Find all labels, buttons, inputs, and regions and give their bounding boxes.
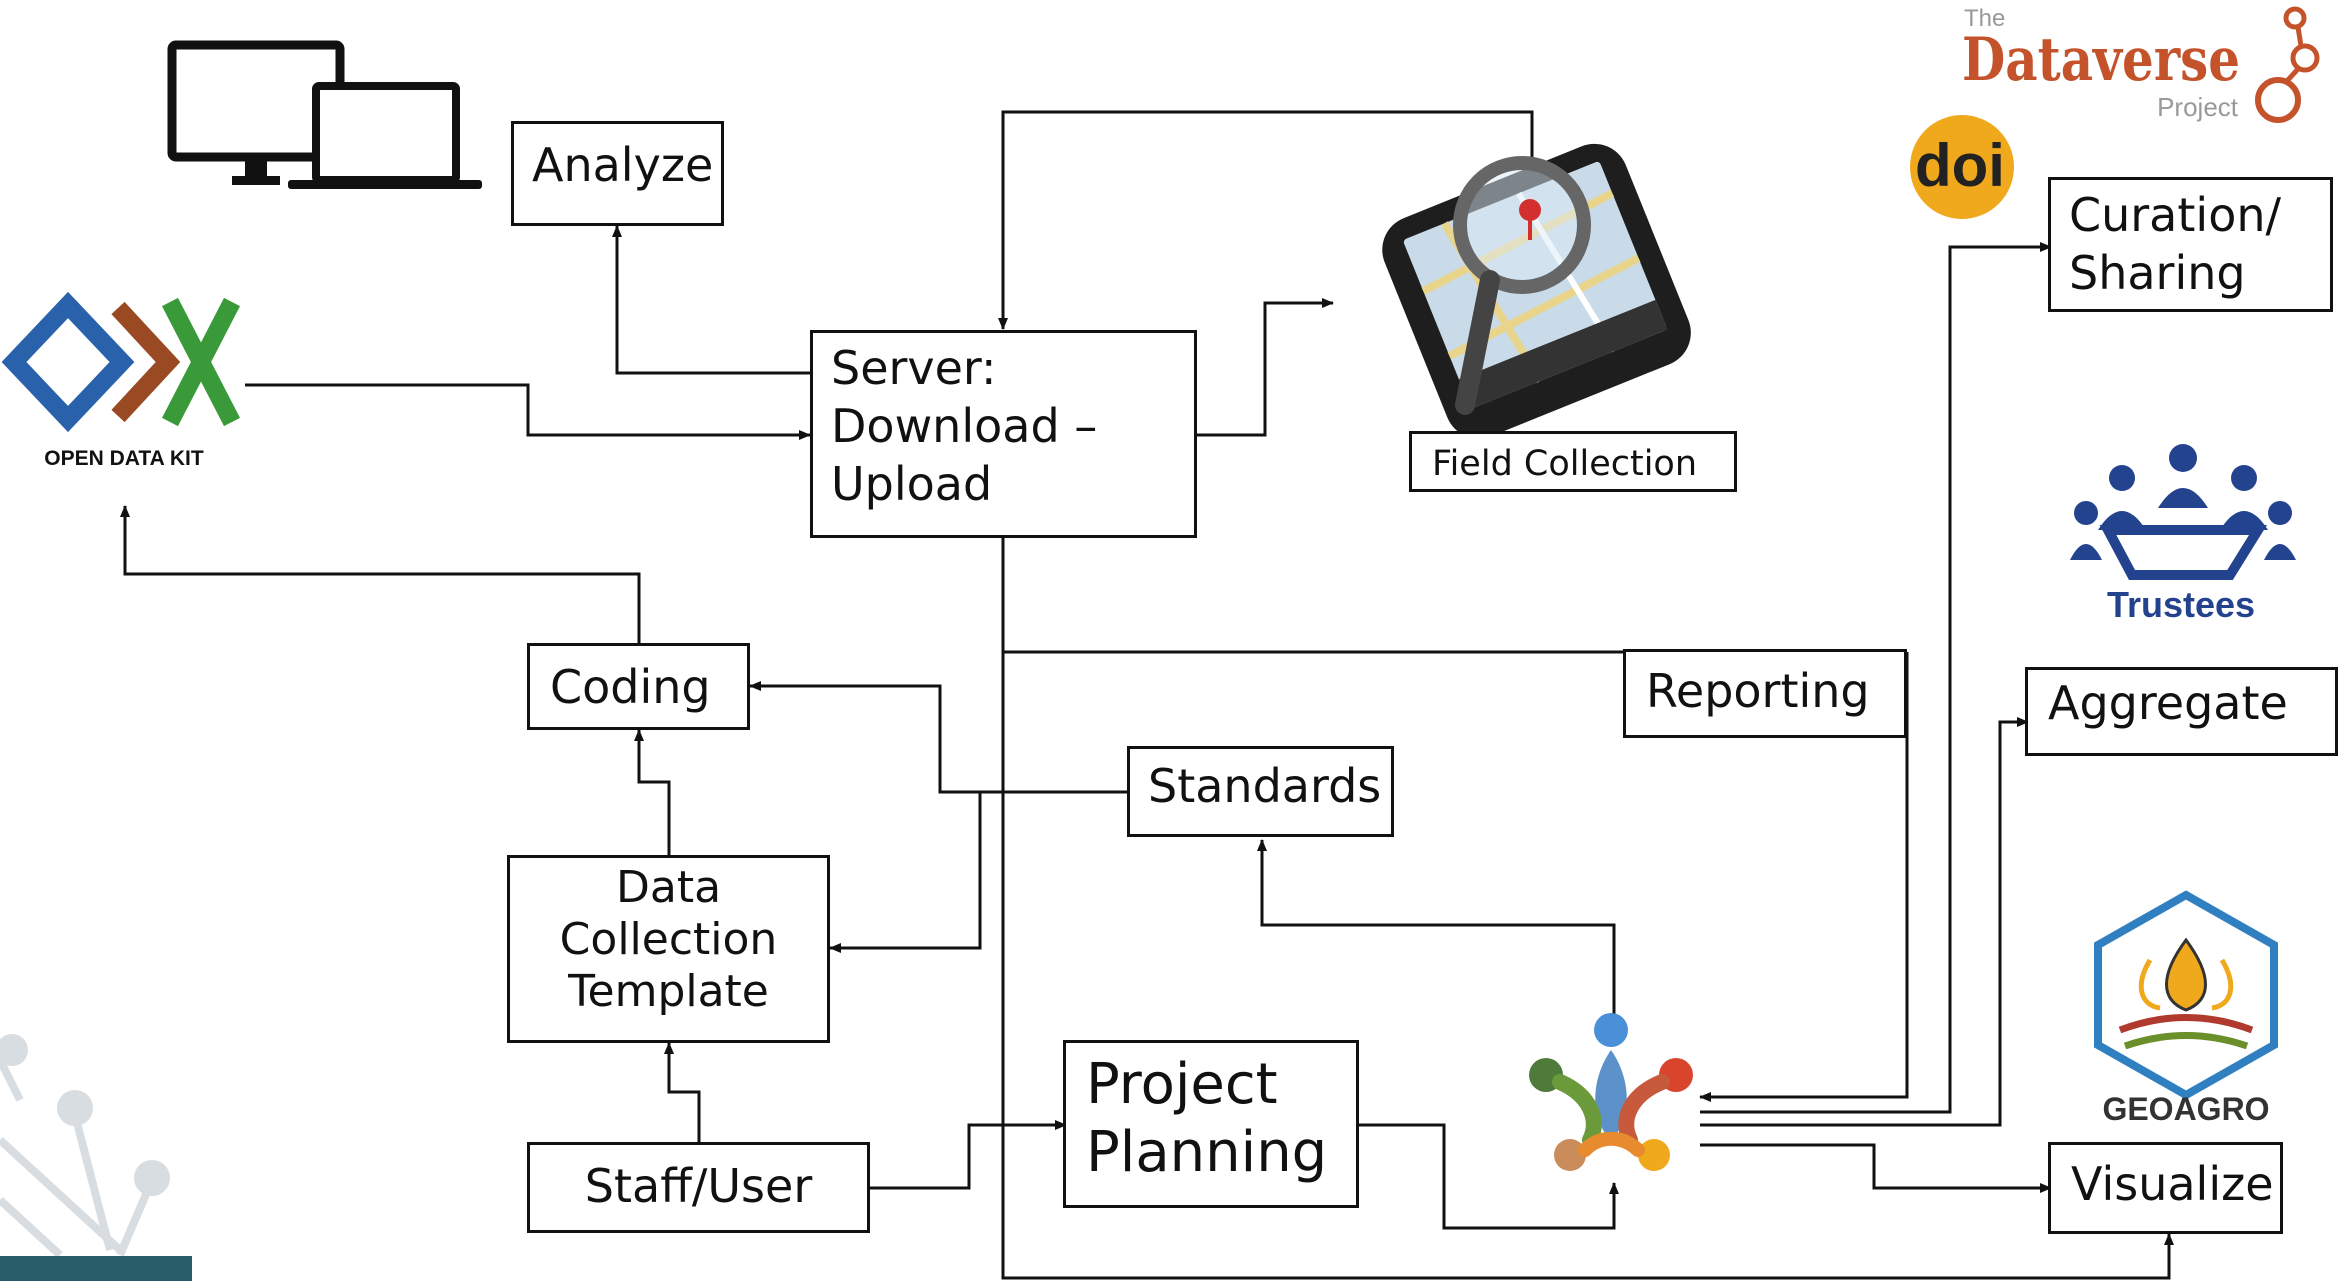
template-label: Data Collection Template: [559, 862, 778, 1017]
dataverse-logo: The Dataverse Project: [1962, 5, 2320, 123]
trustees-label: Trustees: [2107, 584, 2255, 625]
geoagro-label: GEOAGRO: [2102, 1091, 2269, 1127]
template-box: Data Collection Template: [507, 855, 830, 1043]
aggregate-label: Aggregate: [2048, 676, 2288, 730]
doi-label: doi: [1915, 132, 2005, 199]
edge-hub-to-visualize: [1700, 1143, 2052, 1193]
field-collection-label: Field Collection: [1432, 444, 1698, 484]
edge-server-to-analyze: [612, 225, 812, 375]
odk-logo: OPEN DATA KIT: [1, 291, 240, 470]
edge-hub-to-curation: [1700, 242, 2052, 1114]
visualize-box: Visualize: [2048, 1142, 2283, 1234]
edge-planning-to-hub: [1359, 1123, 1619, 1230]
edge-odk-to-server: [245, 383, 811, 440]
project-planning-label: Project Planning: [1086, 1052, 1328, 1185]
edge-template-to-coding: [634, 729, 671, 855]
edge-server-to-field: [1197, 298, 1334, 437]
doi-logo: doi: [1910, 115, 2014, 219]
teal-footer-bar: [0, 1256, 192, 1281]
computers-icon: [167, 40, 482, 189]
decorative-network-graphic: [0, 1034, 170, 1258]
coding-box: Coding: [527, 643, 750, 730]
analyze-box: Analyze: [511, 121, 724, 226]
geoagro-logo: GEOAGRO: [2094, 890, 2278, 1127]
dataverse-name: Dataverse: [1962, 25, 2240, 95]
edge-server-to-reporting: [1001, 538, 1626, 654]
aggregate-box: Aggregate: [2025, 667, 2338, 756]
visualize-label: Visualize: [2071, 1157, 2274, 1211]
hub-icon: [1529, 1013, 1693, 1171]
field-collection-box: Field Collection: [1409, 431, 1737, 492]
curation-box: Curation/ Sharing: [2048, 177, 2333, 312]
edge-staff-to-planning: [870, 1120, 1067, 1190]
server-label: Server: Download – Upload: [831, 341, 1098, 511]
magnified-phone-icon: [1382, 143, 1691, 439]
server-box: Server: Download – Upload: [810, 330, 1197, 538]
dataverse-the: The: [1964, 5, 2005, 32]
analyze-label: Analyze: [532, 138, 714, 192]
reporting-box: Reporting: [1623, 649, 1907, 738]
project-planning-box: Project Planning: [1063, 1040, 1359, 1208]
edge-field-to-server: [998, 110, 1534, 330]
curation-label: Curation/ Sharing: [2069, 188, 2281, 300]
edge-hub-to-aggregate: [1700, 717, 2029, 1127]
edge-coding-to-odk: [120, 505, 641, 647]
staff-user-label: Staff/User: [584, 1159, 813, 1213]
edge-reporting-to-hub: [1699, 652, 1909, 1102]
edge-standards-to-template: [829, 792, 982, 953]
trustees-logo: Trustees: [2070, 444, 2296, 625]
edge-standards-to-coding: [749, 681, 1130, 794]
standards-label: Standards: [1148, 759, 1382, 813]
dataverse-project: Project: [2157, 92, 2239, 122]
edge-hub-to-standards: [1257, 839, 1616, 1015]
standards-box: Standards: [1127, 746, 1394, 837]
odk-logo-label: OPEN DATA KIT: [44, 447, 204, 470]
coding-label: Coding: [550, 660, 711, 714]
reporting-label: Reporting: [1646, 664, 1870, 718]
edge-staff-to-template: [664, 1042, 701, 1142]
edge-server-to-visualize: [1001, 652, 2174, 1280]
staff-user-box: Staff/User: [527, 1142, 870, 1233]
